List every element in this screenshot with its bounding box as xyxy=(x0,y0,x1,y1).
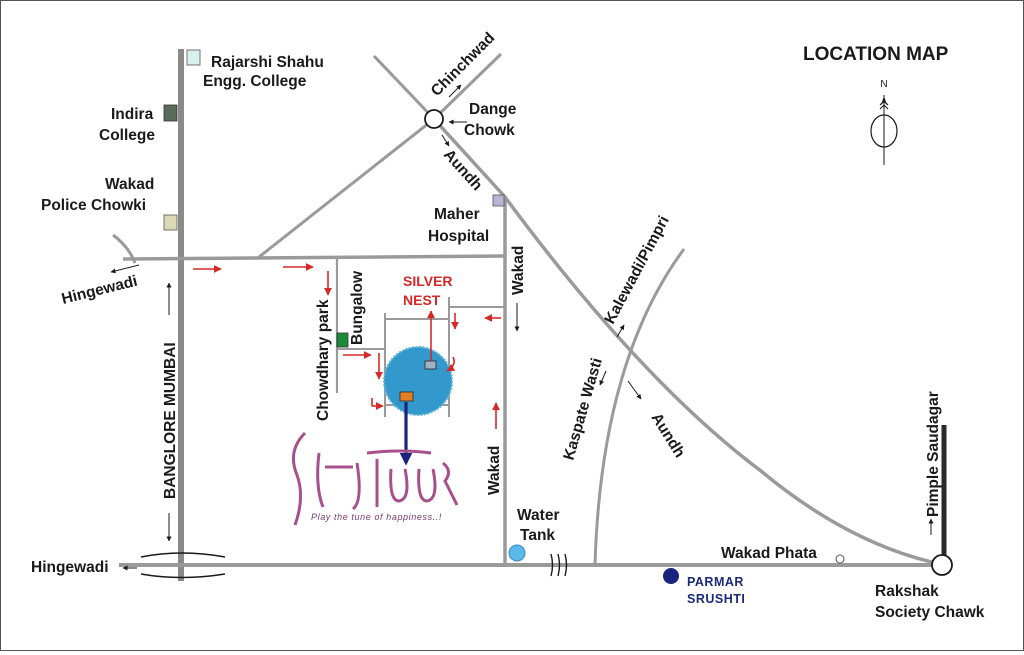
police-square-marker-icon xyxy=(163,214,178,231)
north-label: N xyxy=(880,79,887,90)
maher-square-marker-icon xyxy=(492,194,505,207)
pond xyxy=(383,346,453,416)
dange-chowk-road-ne xyxy=(432,52,503,121)
label-dange-line1: Dange xyxy=(469,101,517,118)
silver-nest-square-marker-icon xyxy=(424,360,437,370)
wakad-phata-circle-icon xyxy=(835,554,845,564)
label-water-line2: Tank xyxy=(520,527,555,544)
label-rajarshi-line1: Rajarshi Shahu xyxy=(211,54,324,71)
bungalow-square-marker-icon xyxy=(336,332,349,348)
label-dange-line2: Chowk xyxy=(464,122,515,139)
rajarshi-square-marker-icon xyxy=(186,49,201,66)
label-rajarshi-line2: Engg. College xyxy=(203,73,307,90)
parmar-srushti-marker xyxy=(663,568,679,584)
site-square-marker-icon xyxy=(399,391,414,402)
rakshak-chowk-circle-junction-icon xyxy=(931,554,953,576)
label-chowdhary-park: Chowdhary park xyxy=(315,299,332,421)
label-wakad-top: Wakad xyxy=(510,246,527,295)
label-maher-line1: Maher xyxy=(434,206,480,223)
highway-bridge xyxy=(140,552,226,579)
dange-chowk-circle-junction-icon xyxy=(424,109,444,129)
hingewadi-spur xyxy=(112,233,137,264)
water-tank-icon xyxy=(508,544,526,562)
hingewadi-link-road xyxy=(122,254,507,261)
label-kalewadi-pimpri: Kalewadi/Pimpri xyxy=(602,213,673,327)
label-srushti: SRUSHTI xyxy=(687,592,745,606)
label-indira-line1: Indira xyxy=(111,106,154,123)
chinchwad-road xyxy=(372,54,436,121)
red-direction-arrows xyxy=(193,263,501,429)
label-maher-line2: Hospital xyxy=(428,228,489,245)
santoor-tagline: Play the tune of happiness..! xyxy=(311,512,442,522)
label-parmar: PARMAR xyxy=(687,575,744,589)
aundh-road xyxy=(432,117,946,567)
label-hingewadi-bottom: Hingewadi xyxy=(31,559,109,576)
dange-to-link-road xyxy=(258,117,435,259)
label-rakshak-line2: Society Chawk xyxy=(875,604,985,621)
kalewadi-road xyxy=(593,248,686,566)
label-wakad-bottom: Wakad xyxy=(486,446,503,495)
map-title: LOCATION MAP xyxy=(803,44,949,65)
label-silver: SILVER xyxy=(403,273,453,289)
label-indira-line2: College xyxy=(99,127,155,144)
culvert-mark xyxy=(550,553,568,577)
black-direction-arrows xyxy=(110,84,934,571)
label-water-line1: Water xyxy=(517,507,560,524)
santoor-logo xyxy=(291,431,459,526)
label-pimple-saudagar: Pimple Saudagar xyxy=(925,391,942,517)
label-police-line1: Wakad xyxy=(105,176,154,193)
label-bungalow: Bungalow xyxy=(349,270,366,345)
label-hingewadi-top: Hingewadi xyxy=(60,273,139,308)
label-nest: NEST xyxy=(403,292,441,308)
label-wakad-phata: Wakad Phata xyxy=(721,545,817,562)
label-banglore-mumbai: BANGLORE MUMBAI xyxy=(162,342,179,499)
compass-north-icon: N xyxy=(870,79,898,165)
indira-square-marker-icon xyxy=(163,104,178,122)
label-rakshak-line1: Rakshak xyxy=(875,583,939,600)
label-police-line2: Police Chowki xyxy=(41,197,146,214)
label-aundh-right: Aundh xyxy=(648,410,688,461)
label-kaspate-wasti: Kaspate Wasti xyxy=(561,356,606,462)
